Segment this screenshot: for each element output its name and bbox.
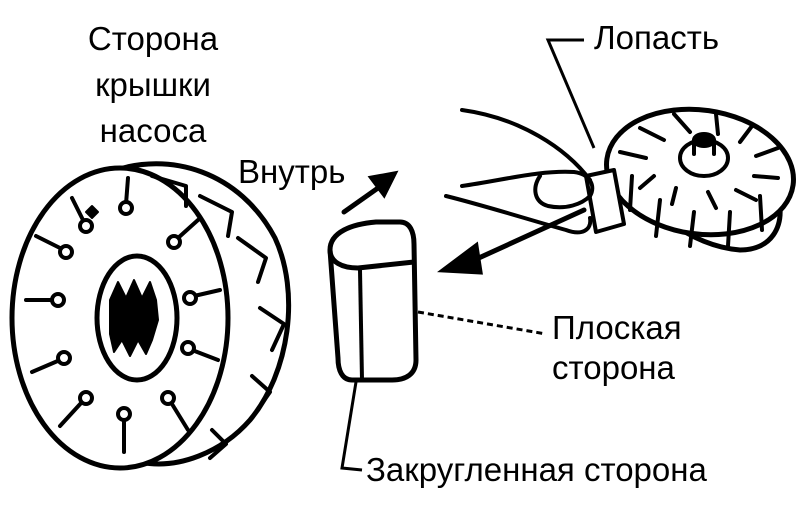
hand [444,108,595,235]
leader-flat [417,310,547,336]
label-rounded-side: Закругленная сторона [366,451,707,488]
rotor-small [584,106,796,253]
rotor-large [9,161,292,471]
leader-rounded [340,381,363,472]
label-flat-side-line-1: Плоская [552,309,682,346]
label-flat-side-line-2: сторона [552,349,675,386]
label-flat-side: Плоская сторона [552,308,682,388]
inside-arrow [341,170,399,215]
vane [327,219,419,383]
label-inside: Внутрь [238,153,346,190]
label-cover-side-line-1: Сторона [87,20,219,57]
removal-arrow [437,207,587,275]
label-cover-side-line-2: крышки [95,66,211,103]
label-cover-side: Сторона крышки насоса [48,16,258,154]
leader-blade [545,38,596,149]
label-cover-side-line-3: насоса [99,112,207,149]
label-blade: Лопасть [594,19,720,56]
leader-lines [340,38,596,472]
